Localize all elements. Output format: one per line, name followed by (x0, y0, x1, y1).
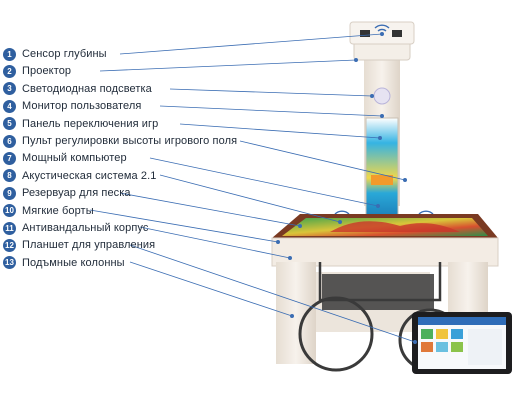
legend-number-badge: 1 (3, 47, 16, 61)
leader-dot (379, 114, 384, 119)
leader-dot (287, 255, 292, 260)
legend-label: Монитор пользователя (22, 100, 142, 113)
legend-label: Резервуар для песка (22, 187, 131, 200)
leader-line (239, 140, 406, 181)
leader-line (149, 157, 379, 207)
legend-label: Мощный компьютер (22, 152, 127, 165)
legend-label: Светодиодная подсветка (22, 82, 152, 95)
leader-dot (379, 32, 384, 37)
legend-label: Акустическая система 2.1 (22, 169, 157, 182)
legend-item: 7 Мощный компьютер (3, 151, 127, 165)
legend-number-badge: 8 (3, 169, 16, 183)
sensor-lens (360, 30, 370, 37)
leader-line (179, 123, 381, 139)
legend-label: Антивандальный корпус (22, 222, 149, 234)
leader-dot (377, 135, 382, 140)
sand-hill (330, 221, 460, 232)
legend-number-badge: 2 (3, 64, 16, 78)
legend-number-badge: 4 (3, 99, 16, 113)
legend-item: 1 Сенсор глубины (3, 47, 107, 61)
legend-label: Панель переключения игр (22, 117, 159, 130)
leader-line (119, 192, 301, 227)
legend-item: 12 Планшет для управления (3, 238, 155, 252)
leader-line (119, 33, 383, 55)
leader-dot (369, 94, 374, 99)
legend-item: 9 Резервуар для песка (3, 186, 131, 200)
legend-number-badge: 6 (3, 134, 16, 148)
legend-label: Подъмные колонны (22, 256, 125, 269)
leader-dot (375, 203, 380, 208)
legend-item: 8 Акустическая система 2.1 (3, 169, 156, 183)
legend-item: 11 Антивандальный корпус (3, 221, 148, 235)
leader-dot (337, 219, 342, 224)
leader-line (139, 226, 291, 259)
tablet-tiles (421, 329, 502, 365)
legend-label: Планшет для управления (22, 239, 156, 252)
poster-badge (371, 175, 393, 185)
legend-item: 6 Пульт регулировки высоты игрового поля (3, 134, 237, 148)
leader-line (129, 261, 293, 317)
legend-number-badge: 5 (3, 117, 16, 131)
leader-dot (412, 339, 417, 344)
legend-item: 5 Панель переключения игр (3, 117, 158, 131)
legend-number-badge: 9 (3, 186, 16, 200)
legend-label: Проектор (22, 65, 72, 78)
leader-dot (402, 177, 407, 182)
leader-lines (89, 32, 417, 344)
wifi-icon (374, 24, 390, 32)
wheelchair-seat (322, 274, 434, 310)
leader-line (159, 174, 341, 223)
legend-item: 13 Подъмные колонны (3, 256, 125, 270)
vandal-proof-body (271, 237, 499, 267)
legend-number-badge: 13 (3, 256, 16, 270)
legend-label: Сенсор глубины (22, 48, 107, 60)
leader-line (99, 59, 357, 72)
legend-label: Мягкие борты (22, 204, 94, 217)
leader-line (89, 209, 279, 243)
legend-item: 3 Светодиодная подсветка (3, 82, 152, 96)
legend-label: Пульт регулировки высоты игрового поля (22, 135, 238, 147)
legend-number-badge: 11 (3, 221, 16, 235)
legend-item: 4 Монитор пользователя (3, 99, 142, 113)
legend-number-badge: 10 (3, 204, 16, 218)
leader-dot (275, 239, 280, 244)
legend-item: 10 Мягкие борты (3, 204, 94, 218)
game-panel-poster (365, 117, 399, 219)
leader-line (129, 244, 416, 343)
leader-line (159, 105, 383, 117)
tablet-header (418, 317, 506, 325)
leader-dot (297, 223, 302, 228)
legend-number-badge: 7 (3, 151, 16, 165)
leader-dot (353, 58, 358, 63)
leader-dot (289, 313, 294, 318)
legend-number-badge: 3 (3, 82, 16, 96)
sensor-lens (392, 30, 402, 37)
legend-item: 2 Проектор (3, 64, 71, 78)
leader-line (169, 88, 373, 97)
legend-number-badge: 12 (3, 238, 16, 252)
